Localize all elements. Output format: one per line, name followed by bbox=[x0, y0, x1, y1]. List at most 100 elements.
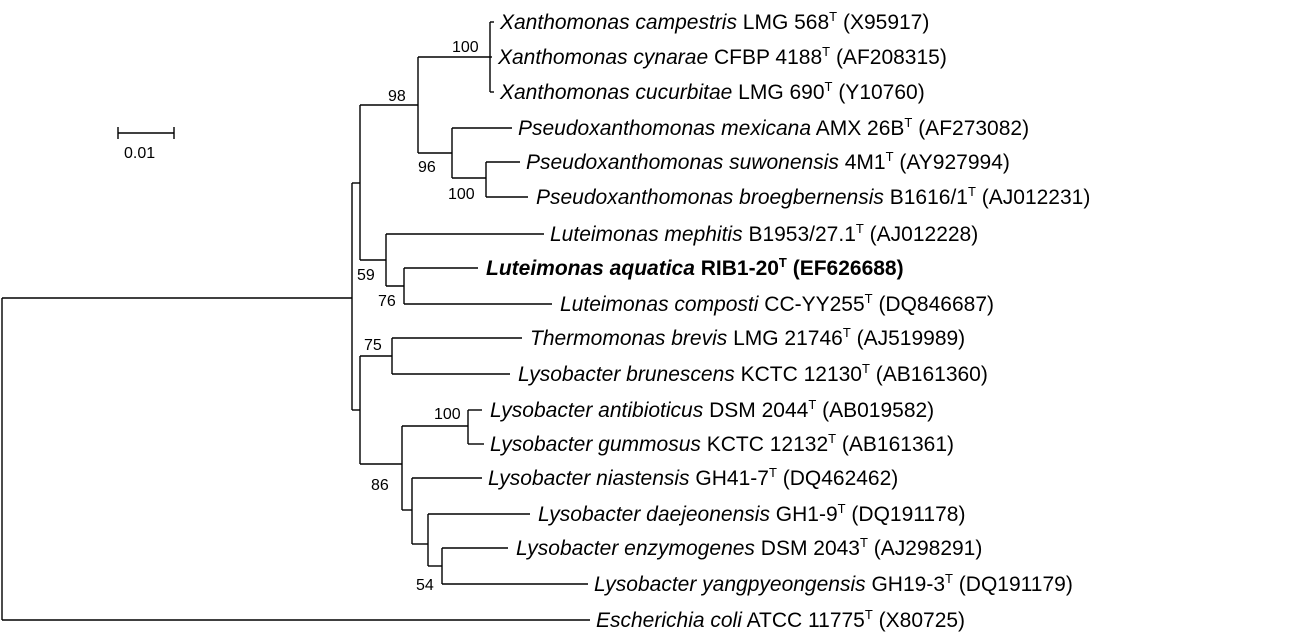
taxon-strain: CFBP 4188 bbox=[708, 46, 822, 69]
taxon-type-mark: T bbox=[865, 291, 873, 306]
taxon-species-name: Lysobacter gummosus bbox=[490, 433, 701, 456]
taxon-label-e-coli: Escherichia coli ATCC 11775T (X80725) bbox=[596, 607, 965, 632]
taxon-label-ly-antibioticus: Lysobacter antibioticus DSM 2044T (AB019… bbox=[490, 397, 934, 422]
taxon-strain: RIB1-20 bbox=[695, 257, 779, 280]
taxon-type-mark: T bbox=[862, 361, 870, 376]
scale-bar-label: 0.01 bbox=[124, 145, 155, 162]
bootstrap-antib-gummosus: 100 bbox=[434, 406, 461, 423]
taxon-label-ly-brunescens: Lysobacter brunescens KCTC 12130T (AB161… bbox=[518, 361, 988, 386]
bootstrap-thermo-brunescens: 75 bbox=[364, 337, 382, 354]
taxon-type-mark: T bbox=[838, 501, 846, 516]
taxon-species-name: Lysobacter brunescens bbox=[518, 363, 735, 386]
bootstrap-luteimonas: 59 bbox=[357, 267, 375, 284]
taxon-strain: B1953/27.1 bbox=[743, 223, 856, 246]
taxon-labels: Xanthomonas campestris LMG 568T (X95917)… bbox=[486, 9, 1090, 632]
scale-bar: 0.01 bbox=[117, 127, 175, 162]
taxon-accession: (AF208315) bbox=[830, 46, 947, 69]
taxon-type-mark: T bbox=[904, 115, 912, 130]
taxon-type-mark: T bbox=[769, 465, 777, 480]
taxon-species-name: Luteimonas composti bbox=[560, 293, 760, 316]
taxon-species-name: Luteimonas mephitis bbox=[550, 223, 743, 246]
taxon-label-x-cucurbitae: Xanthomonas cucurbitae LMG 690T (Y10760) bbox=[499, 79, 925, 104]
bootstrap-xanthomonas: 100 bbox=[452, 39, 479, 56]
taxon-species-name: Escherichia coli bbox=[596, 609, 743, 632]
taxon-type-mark: T bbox=[856, 221, 864, 236]
taxon-accession: (DQ191178) bbox=[846, 503, 966, 526]
taxon-species-name: Pseudoxanthomonas broegbernensis bbox=[536, 186, 884, 209]
taxon-strain: CC-YY255 bbox=[758, 293, 864, 316]
taxon-type-mark: T bbox=[829, 9, 837, 24]
taxon-type-mark: T bbox=[860, 535, 868, 550]
taxon-accession: (DQ846687) bbox=[873, 293, 994, 316]
bootstrap-pseudo-inner: 100 bbox=[448, 186, 475, 203]
taxon-type-mark: T bbox=[828, 431, 836, 446]
taxon-label-ly-gummosus: Lysobacter gummosus KCTC 12132T (AB16136… bbox=[490, 431, 954, 456]
taxon-accession: (AB019582) bbox=[816, 399, 934, 422]
taxon-species-name: Xanthomonas campestris bbox=[499, 11, 737, 34]
taxon-species-name: Lysobacter enzymogenes bbox=[516, 537, 755, 560]
taxon-label-p-broegbernensis: Pseudoxanthomonas broegbernensis B1616/1… bbox=[536, 184, 1090, 209]
taxon-species-name: Lysobacter niastensis bbox=[488, 467, 690, 490]
taxon-species-name: Lysobacter yangpyeongensis bbox=[594, 573, 866, 596]
taxon-accession: (X80725) bbox=[873, 609, 965, 632]
taxon-species-name: Xanthomonas cynarae bbox=[497, 46, 708, 69]
taxon-label-x-campestris: Xanthomonas campestris LMG 568T (X95917) bbox=[499, 9, 929, 34]
taxon-strain: LMG 21746 bbox=[727, 327, 843, 350]
bootstrap-pseudo: 96 bbox=[418, 159, 436, 176]
taxon-label-ly-enzymogenes: Lysobacter enzymogenes DSM 2043T (AJ2982… bbox=[516, 535, 982, 560]
taxon-label-ly-daejeonensis: Lysobacter daejeonensis GH1-9T (DQ191178… bbox=[538, 501, 965, 526]
taxon-label-l-aquatica: Luteimonas aquatica RIB1-20T (EF626688) bbox=[486, 255, 904, 280]
taxon-strain: DSM 2044 bbox=[703, 399, 808, 422]
taxon-accession: (EF626688) bbox=[787, 257, 904, 280]
taxon-strain: B1616/1 bbox=[884, 186, 968, 209]
taxon-label-x-cynarae: Xanthomonas cynarae CFBP 4188T (AF208315… bbox=[497, 44, 947, 69]
taxon-strain: KCTC 12132 bbox=[701, 433, 828, 456]
taxon-accession: (AJ298291) bbox=[868, 537, 982, 560]
taxon-strain: 4M1 bbox=[839, 151, 886, 174]
taxon-label-p-mexicana: Pseudoxanthomonas mexicana AMX 26BT (AF2… bbox=[518, 115, 1029, 140]
taxon-species-name: Xanthomonas cucurbitae bbox=[499, 81, 732, 104]
taxon-type-mark: T bbox=[779, 255, 787, 270]
taxon-strain: GH1-9 bbox=[770, 503, 838, 526]
taxon-strain: GH41-7 bbox=[690, 467, 769, 490]
taxon-strain: GH19-3 bbox=[866, 573, 945, 596]
taxon-accession: (AJ519989) bbox=[851, 327, 965, 350]
taxon-strain: ATCC 11775 bbox=[742, 609, 865, 632]
scale-bar-line bbox=[117, 127, 175, 139]
taxon-accession: (AB161361) bbox=[836, 433, 954, 456]
taxon-species-name: Lysobacter antibioticus bbox=[490, 399, 704, 422]
bootstrap-enzy-yang: 54 bbox=[416, 577, 434, 594]
taxon-accession: (AB161360) bbox=[870, 363, 988, 386]
taxon-strain: DSM 2043 bbox=[755, 537, 860, 560]
taxon-accession: (AJ012228) bbox=[864, 223, 978, 246]
taxon-label-p-suwonensis: Pseudoxanthomonas suwonensis 4M1T (AY927… bbox=[526, 149, 1010, 174]
bootstrap-luteimonas-inner: 76 bbox=[378, 293, 396, 310]
taxon-species-name: Lysobacter daejeonensis bbox=[538, 503, 770, 526]
taxon-accession: (X95917) bbox=[837, 11, 929, 34]
tree-branches bbox=[1, 21, 590, 621]
taxon-type-mark: T bbox=[825, 79, 833, 94]
taxon-accession: (DQ191179) bbox=[953, 573, 1073, 596]
taxon-strain: LMG 568 bbox=[737, 11, 829, 34]
taxon-strain: AMX 26B bbox=[811, 117, 904, 140]
bootstrap-values: 100 98 96 100 59 76 75 100 86 54 bbox=[357, 39, 479, 594]
taxon-type-mark: T bbox=[808, 397, 816, 412]
taxon-type-mark: T bbox=[843, 325, 851, 340]
taxon-accession: (DQ462462) bbox=[777, 467, 898, 490]
bootstrap-xantho-pseudo: 98 bbox=[388, 88, 406, 105]
taxon-species-name: Pseudoxanthomonas mexicana bbox=[518, 117, 811, 140]
taxon-type-mark: T bbox=[886, 149, 894, 164]
taxon-strain: LMG 690 bbox=[732, 81, 824, 104]
taxon-type-mark: T bbox=[865, 607, 873, 622]
bootstrap-lysobacter: 86 bbox=[371, 477, 389, 494]
taxon-accession: (AF273082) bbox=[912, 117, 1029, 140]
taxon-species-name: Thermomonas brevis bbox=[530, 327, 728, 350]
taxon-type-mark: T bbox=[822, 44, 830, 59]
taxon-label-ly-yangpyeongensis: Lysobacter yangpyeongensis GH19-3T (DQ19… bbox=[594, 571, 1073, 596]
taxon-strain: KCTC 12130 bbox=[735, 363, 862, 386]
taxon-label-ly-niastensis: Lysobacter niastensis GH41-7T (DQ462462) bbox=[488, 465, 898, 490]
taxon-label-l-composti: Luteimonas composti CC-YY255T (DQ846687) bbox=[560, 291, 994, 316]
taxon-accession: (AY927994) bbox=[894, 151, 1010, 174]
taxon-type-mark: T bbox=[968, 184, 976, 199]
